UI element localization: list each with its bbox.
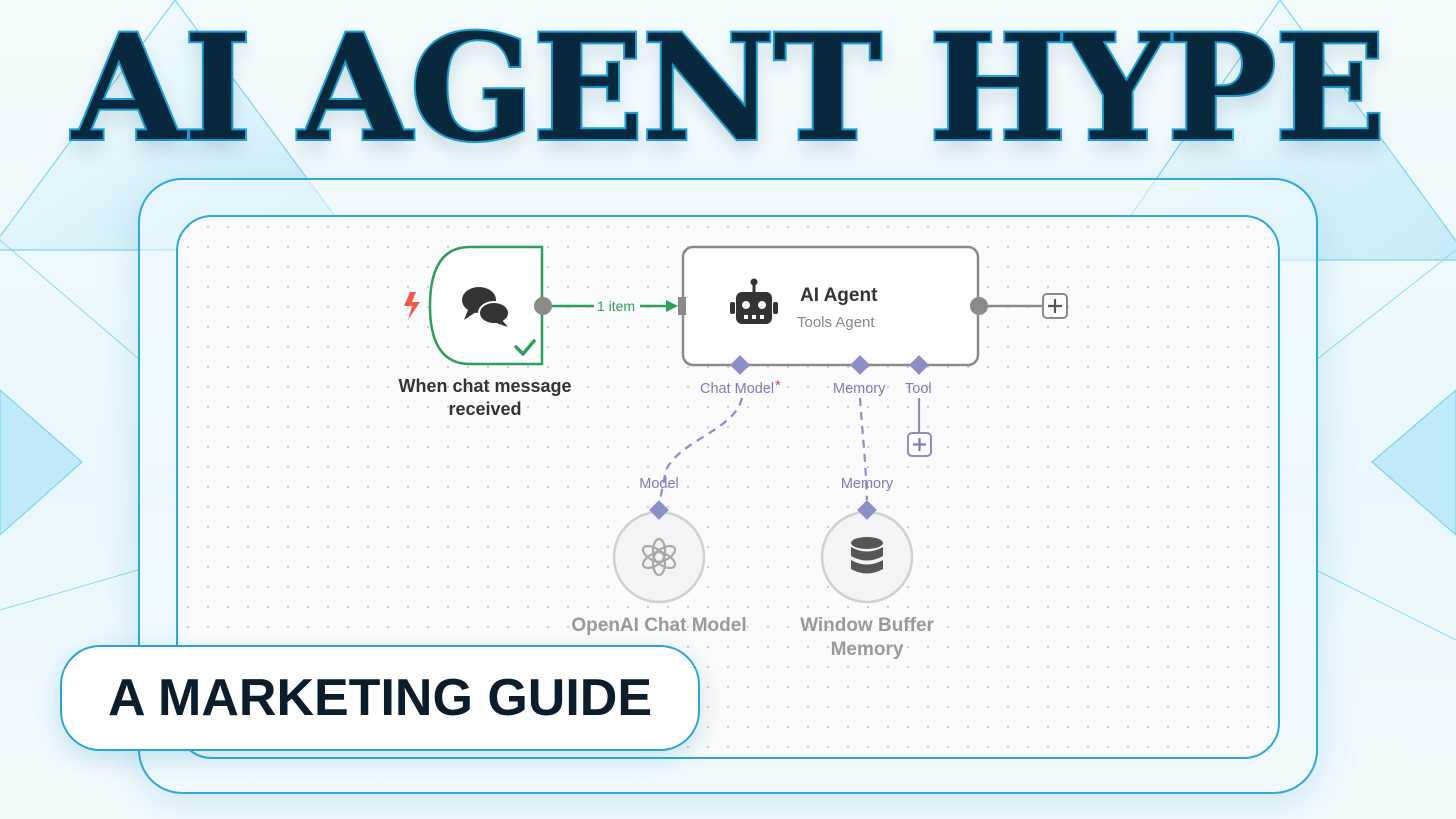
bg-line-4 bbox=[1315, 569, 1456, 641]
add-node-button[interactable] bbox=[1042, 293, 1068, 319]
required-mark: * bbox=[775, 377, 781, 394]
memory-node-label-1: Window Buffer bbox=[800, 615, 934, 636]
trigger-output-port[interactable] bbox=[534, 297, 552, 315]
chat-model-port-label: Chat Model bbox=[700, 381, 774, 397]
checkmark-icon bbox=[514, 339, 536, 356]
robot-icon bbox=[730, 278, 778, 324]
memory-connection-dashed bbox=[858, 397, 869, 501]
openai-model-label: OpenAI Chat Model bbox=[571, 615, 746, 636]
plus-icon bbox=[1048, 299, 1062, 313]
bg-line-2 bbox=[1315, 249, 1456, 361]
agent-input-port[interactable] bbox=[678, 297, 686, 315]
lightning-icon bbox=[404, 292, 420, 320]
tool-port[interactable] bbox=[909, 355, 929, 375]
memory-port-label: Memory bbox=[833, 381, 886, 397]
connection-arrow bbox=[666, 300, 678, 312]
tool-port-label: Tool bbox=[905, 381, 932, 397]
memory-node-port[interactable] bbox=[857, 500, 877, 520]
openai-model-node[interactable] bbox=[612, 510, 706, 604]
trigger-node-label-2: received bbox=[448, 399, 521, 419]
connection-label-bg bbox=[594, 297, 640, 315]
model-port-label: Model bbox=[639, 476, 679, 492]
model-connection-dashed bbox=[658, 397, 744, 501]
bg-line-3 bbox=[0, 569, 139, 611]
headline-title: AI AGENT HYPE bbox=[70, 3, 1388, 174]
memory-node-port-label: Memory bbox=[841, 476, 894, 492]
agent-output-port[interactable] bbox=[970, 297, 988, 315]
bg-line-1 bbox=[0, 239, 141, 361]
subtitle-text: A MARKETING GUIDE bbox=[107, 669, 653, 727]
database-icon bbox=[851, 537, 883, 574]
subtitle-badge: A MARKETING GUIDE bbox=[60, 645, 700, 751]
agent-node[interactable]: AI Agent Tools Agent bbox=[678, 245, 980, 367]
model-node-port[interactable] bbox=[649, 500, 669, 520]
connection-label: 1 item bbox=[597, 298, 635, 314]
chat-model-port[interactable] bbox=[730, 355, 750, 375]
plus-icon bbox=[913, 438, 926, 451]
trigger-node[interactable] bbox=[428, 245, 544, 366]
memory-node[interactable] bbox=[820, 510, 914, 604]
bg-triangle-right-low bbox=[1371, 389, 1456, 536]
memory-node-label-2: Memory bbox=[831, 639, 904, 660]
agent-title: AI Agent bbox=[800, 285, 878, 306]
bg-triangle-left-low bbox=[0, 389, 83, 536]
openai-icon bbox=[641, 537, 677, 577]
trigger-node-label-1: When chat message bbox=[398, 376, 571, 396]
chat-bubbles-icon bbox=[462, 287, 510, 327]
memory-port[interactable] bbox=[850, 355, 870, 375]
agent-subtitle: Tools Agent bbox=[797, 314, 875, 331]
add-tool-button[interactable] bbox=[907, 432, 932, 457]
